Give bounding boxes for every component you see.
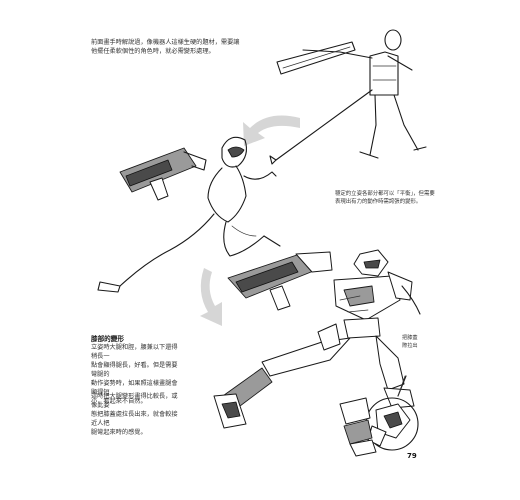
section-title: 膝部的變形 (91, 335, 124, 343)
mech-robot-figure (213, 249, 421, 429)
knee-sketch-left (339, 397, 377, 457)
standing-robot-sketch (269, 29, 427, 165)
knee-detail-inset (365, 375, 419, 451)
balance-note: 穩定的立姿各部分都可以「平衡」，但需要 表現出有力的動作時需誇張的變形。 (335, 191, 435, 205)
transition-arrow-1 (243, 115, 300, 146)
dynamic-mannequin-figure (97, 136, 281, 293)
knee-note: 把膝蓋 際拉出 (402, 335, 418, 349)
page-number: 79 (407, 452, 417, 460)
transition-arrow-2 (200, 268, 222, 326)
section-body-2: 這時把大腿變形畫得比較長，或像此姿 態把膝蓋處拉長出來，就會較接近人把 腿彎起來… (91, 393, 178, 436)
section-body-1: 立姿時大腿和脛，腰兼以下還得稍長一 點會顯得腿長，好看。但是需要彎腿的 動作姿勢… (91, 344, 178, 405)
intro-paragraph: 前面畫手時解說過，像機器人這樣生硬的題材，需要讓 他擺任柔軟個性的角色時，就必需… (91, 39, 240, 55)
